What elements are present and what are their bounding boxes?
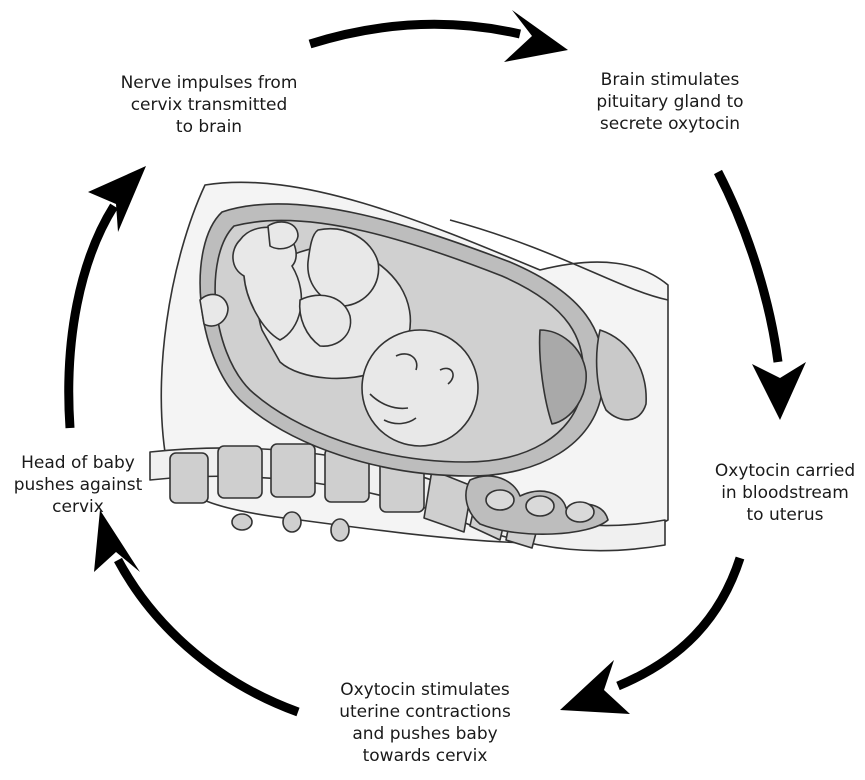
intestine-loop (486, 490, 514, 510)
caption-nerve-impulses: Nerve impulses from cervix transmitted t… (96, 72, 322, 138)
arrow-to-head-pushes (118, 560, 298, 712)
vertebra-process (232, 514, 252, 530)
arrow-to-bloodstream (718, 172, 778, 362)
caption-oxytocin-carried: Oxytocin carried in bloodstream to uteru… (705, 460, 865, 526)
pregnancy-illustration (150, 182, 668, 550)
vertebra (170, 453, 208, 503)
caption-oxytocin-stimulates: Oxytocin stimulates uterine contractions… (300, 679, 550, 767)
arrow-to-contractions (618, 558, 740, 686)
arrow-head (752, 362, 806, 420)
caption-brain-stimulates: Brain stimulates pituitary gland to secr… (572, 69, 768, 135)
arrow-to-pituitary (310, 24, 520, 44)
intestine-loop (526, 496, 554, 516)
intestine-loop (566, 502, 594, 522)
baby-head (362, 330, 478, 446)
vertebra-process (331, 519, 349, 541)
arrow-to-nerve-impulses (69, 206, 114, 428)
arrow-head (88, 166, 146, 232)
vertebra (271, 444, 315, 497)
vertebra (218, 446, 262, 498)
baby-foot (268, 222, 298, 249)
vertebra-process (283, 512, 301, 532)
caption-head-of-baby: Head of baby pushes against cervix (0, 452, 156, 518)
